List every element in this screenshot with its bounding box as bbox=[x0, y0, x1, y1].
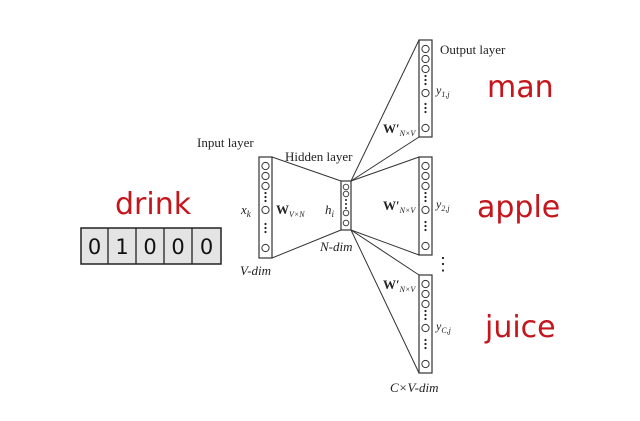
y1-label: y1,j bbox=[435, 83, 450, 99]
output-word-1: man bbox=[487, 70, 554, 105]
one-hot-cell-5: 0 bbox=[200, 235, 213, 259]
output-layer-label: Output layer bbox=[440, 42, 506, 57]
one-hot-cell-1: 0 bbox=[88, 235, 101, 259]
one-hot-cell-4: 0 bbox=[171, 235, 184, 259]
output-column-2 bbox=[418, 156, 433, 256]
yc-label: yC,j bbox=[435, 319, 452, 335]
one-hot-vector: 0 1 0 0 0 bbox=[80, 227, 222, 265]
input-layer-column bbox=[258, 156, 273, 259]
output-word-2: apple bbox=[477, 190, 560, 225]
v-dim-label: V-dim bbox=[240, 263, 271, 278]
cv-dim-label: C×V-dim bbox=[390, 380, 439, 395]
w-output-weight-label-2: W′N×V bbox=[383, 198, 416, 215]
x-k-label: xk bbox=[240, 202, 252, 219]
input-word: drink bbox=[115, 187, 192, 222]
hidden-layer-label: Hidden layer bbox=[285, 149, 353, 164]
w-output-weight-label-1: W′N×V bbox=[383, 121, 416, 138]
hidden-layer-column bbox=[340, 180, 352, 231]
output-word-3: juice bbox=[484, 310, 556, 345]
output-ellipsis: ⋮ bbox=[434, 254, 452, 274]
one-hot-cell-2: 1 bbox=[115, 235, 128, 259]
w-input-weight-label: WV×N bbox=[276, 202, 305, 219]
one-hot-cell-3: 0 bbox=[143, 235, 156, 259]
w-output-weight-label-3: W′N×V bbox=[383, 277, 416, 294]
y2-label: y2,j bbox=[435, 197, 450, 213]
connection-lines bbox=[271, 39, 420, 374]
n-dim-label: N-dim bbox=[319, 239, 353, 254]
output-column-1 bbox=[418, 39, 433, 138]
input-layer-label: Input layer bbox=[197, 135, 254, 150]
output-column-c bbox=[418, 274, 433, 374]
h-i-label: hi bbox=[325, 202, 335, 219]
